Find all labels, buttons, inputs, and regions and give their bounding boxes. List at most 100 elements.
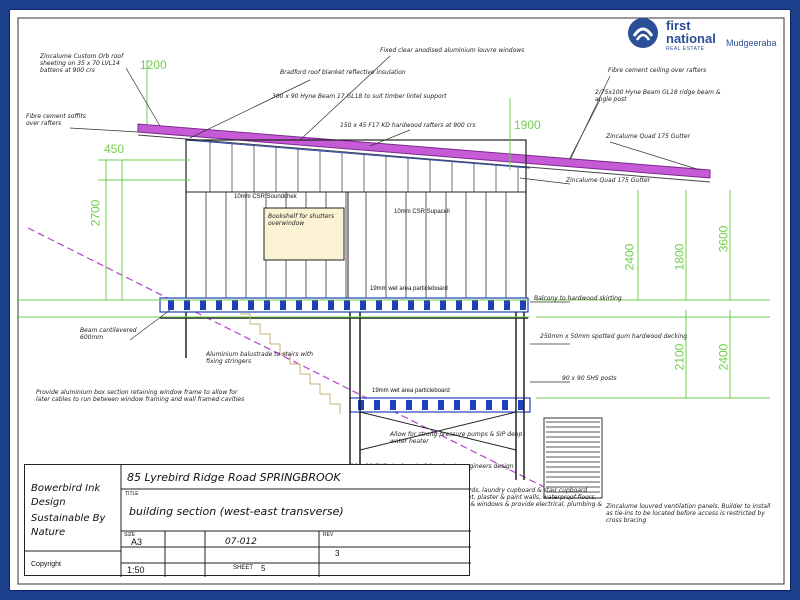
rafter-lines xyxy=(209,141,519,192)
dimension-2700: 2700 xyxy=(88,199,103,227)
roof-underside xyxy=(137,134,711,183)
project-address: 85 Lyrebird Ridge Road SPRINGBROOK xyxy=(127,471,341,484)
dimension-2400-lower: 2400 xyxy=(716,343,731,371)
copyright: Copyright xyxy=(31,561,61,568)
floor-joist xyxy=(422,400,428,410)
note-gutter-1: Zincalume Quad 175 Gutter xyxy=(606,133,691,140)
floor-joist xyxy=(456,300,462,310)
label-floor-upper: 19mm wet area particleboard xyxy=(370,286,448,292)
drawing-scale: 1:50 xyxy=(127,565,145,575)
floor-joist xyxy=(328,300,334,310)
title-block-grid xyxy=(25,465,471,577)
floor-joist xyxy=(438,400,444,410)
floor-joist xyxy=(280,300,286,310)
note-stair-balustrade: Aluminium balustrade to stairs with fixi… xyxy=(206,351,314,365)
floor-joist xyxy=(440,300,446,310)
floor-joist xyxy=(470,400,476,410)
floor-joist xyxy=(392,300,398,310)
brand-location: Mudgeeraba xyxy=(726,38,777,48)
note-shs-posts: 90 x 90 SHS posts xyxy=(562,375,617,382)
leader-lines xyxy=(69,55,701,383)
floor-joist xyxy=(344,300,350,310)
louvre-blades xyxy=(546,421,600,493)
note-ventilation-panels: Zincalume louvred ventilation panels. Bu… xyxy=(606,503,771,524)
bracing-2 xyxy=(359,411,517,451)
floor-joist xyxy=(264,300,270,310)
sheet-label: SHEET xyxy=(233,565,254,571)
floor-joist xyxy=(168,300,174,310)
floor-joist xyxy=(502,400,508,410)
note-gutter-2: Zincalume Quad 175 Gutter xyxy=(566,177,651,184)
floor-joist xyxy=(232,300,238,310)
firm-line-3: Sustainable By xyxy=(31,513,106,524)
louvre-panel xyxy=(543,417,603,499)
note-ridge-beam: 2/75x100 Hyne Beam GL18 ridge beam & ang… xyxy=(595,89,721,103)
revision: 3 xyxy=(335,549,340,558)
note-roof-sheeting: Zincalume Custom Orb roof sheeting on 35… xyxy=(40,53,124,74)
section-drawing xyxy=(17,17,785,585)
dimension-3600: 3600 xyxy=(716,225,731,253)
stairs xyxy=(240,313,341,414)
floor-joist xyxy=(406,400,412,410)
dimension-2400: 2400 xyxy=(622,243,637,271)
stair-tread xyxy=(330,403,341,414)
floor-joist xyxy=(216,300,222,310)
stair-tread xyxy=(250,323,261,334)
note-roof-blanket: Bradford roof blanket reflective insulat… xyxy=(280,69,406,76)
dimension-450: 450 xyxy=(104,142,125,156)
floor-joist xyxy=(504,300,510,310)
floor-joist xyxy=(312,300,318,310)
brand-logo-icon xyxy=(628,18,658,48)
dimension-lines xyxy=(18,60,770,399)
floor-joist xyxy=(296,300,302,310)
stair-tread xyxy=(260,333,271,344)
note-bookshelf: Bookshelf for shutters overwindow xyxy=(268,213,335,227)
brand-line-3: REAL ESTATE xyxy=(666,46,705,52)
note-soffits: Fibre cement soffits over rafters xyxy=(26,113,86,127)
lower-floor-joists xyxy=(358,400,524,410)
stair-tread xyxy=(270,343,281,354)
rev-label: REV xyxy=(323,532,334,538)
sheet-border xyxy=(17,17,785,585)
note-balcony: Balcony to hardwood skirting xyxy=(534,295,622,302)
note-rafters: 150 x 45 F17 KD hardwood rafters at 900 … xyxy=(340,122,476,129)
floor-joist xyxy=(248,300,254,310)
stair-tread xyxy=(240,313,251,324)
wall-studs xyxy=(205,192,507,298)
floor-joist xyxy=(424,300,430,310)
firm-line-1: Bowerbird Ink xyxy=(31,483,101,494)
drawing-title: building section (west-east transverse) xyxy=(129,505,344,518)
title-block: Bowerbird Ink Design Sustainable By Natu… xyxy=(24,464,471,577)
title-label: TITLE xyxy=(125,491,139,497)
stair-tread xyxy=(280,353,291,364)
note-beam-cantilever: Beam cantilevered 600mm xyxy=(80,327,137,341)
floor-joist xyxy=(200,300,206,310)
floor-joist xyxy=(184,300,190,310)
floor-joist xyxy=(390,400,396,410)
note-lintel-beam: 300 x 90 Hyne Beam 17 GL18 to suit timbe… xyxy=(272,93,447,100)
brand-line-2: national xyxy=(666,31,716,46)
label-floor-lower: 19mm wet area particleboard xyxy=(372,388,450,394)
bookshelf-box xyxy=(263,207,345,261)
roof-sheeting xyxy=(137,123,711,179)
floor-joist xyxy=(472,300,478,310)
firm-line-4: Nature xyxy=(31,527,66,538)
sheet-number: 5 xyxy=(261,564,266,573)
sheet-size: A3 xyxy=(131,537,143,547)
brand-logo: first national REAL ESTATE Mudgeeraba xyxy=(626,16,790,56)
note-fibre-cement-ceiling: Fibre cement ceiling over rafters xyxy=(608,67,707,74)
floor-joist xyxy=(518,400,524,410)
size-label: SIZE xyxy=(124,532,136,538)
dimension-1200: 1200 xyxy=(140,58,167,72)
floor-joist xyxy=(360,300,366,310)
stair-tread xyxy=(290,363,301,374)
label-ceiling-ground: 10mm CSR Soundchek xyxy=(234,194,297,200)
note-pressure-pumps: Allow for strong pressure pumps & SIP de… xyxy=(390,431,523,445)
drawing-frame: first national REAL ESTATE Mudgeeraba 12… xyxy=(9,9,791,591)
stair-tread xyxy=(320,393,331,404)
upper-floor-joists xyxy=(168,300,526,310)
brand-line-1: first xyxy=(666,18,691,33)
ceiling-line-upper xyxy=(185,139,531,169)
floor-joist xyxy=(486,400,492,410)
dimension-2100: 2100 xyxy=(672,343,687,371)
